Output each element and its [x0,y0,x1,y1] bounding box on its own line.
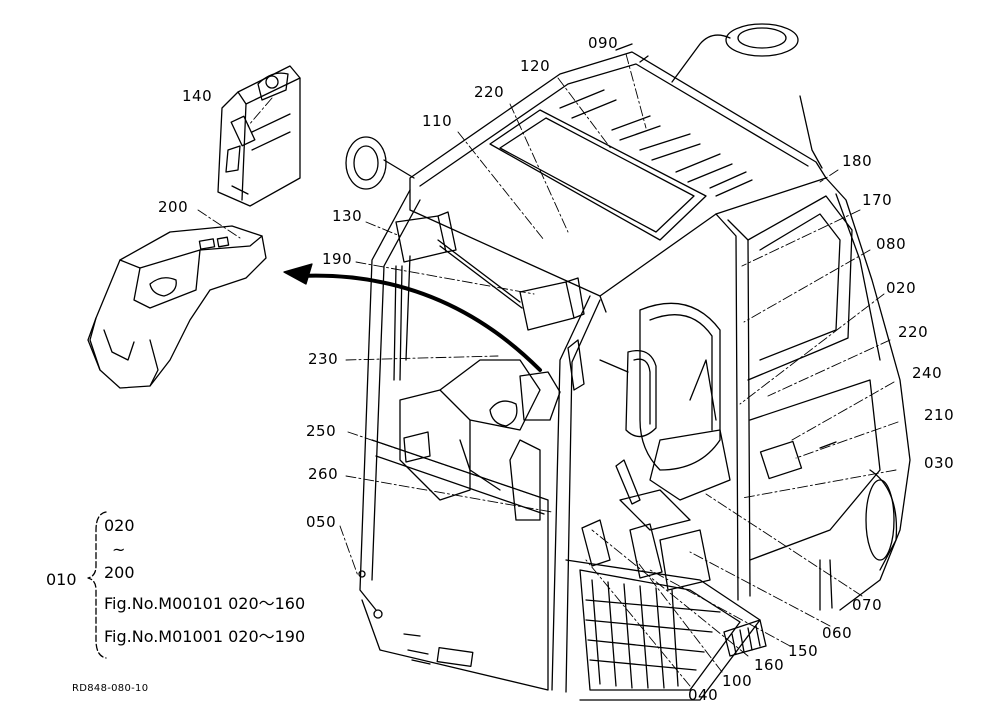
part-label-180: 180 [842,152,873,170]
legend-range-end: 200 [104,563,135,582]
legend-range-separator: ~ [112,540,126,559]
part-label-040: 040 [688,686,719,704]
switch-box-part-140 [217,65,301,207]
part-label-220-right: 220 [898,323,929,341]
part-label-200: 200 [158,198,189,216]
drawing-reference-code: RD848-080-10 [72,683,149,694]
part-label-030: 030 [924,454,955,472]
part-label-020: 020 [886,279,917,297]
part-label-190: 190 [322,250,353,268]
interior [399,302,731,591]
front-lower [358,570,474,667]
part-label-080: 080 [876,235,907,253]
part-label-240: 240 [912,364,943,382]
part-label-110: 110 [422,112,453,130]
part-label-050: 050 [306,513,337,531]
panel-cover-part-200 [87,225,267,389]
leader-lines [197,53,899,687]
part-label-260: 260 [308,465,339,483]
part-label-130: 130 [332,207,363,225]
part-label-160: 160 [754,656,785,674]
part-label-140: 140 [182,87,213,105]
part-label-120: 120 [520,57,551,75]
side-mirror-left [345,136,415,190]
legend-fig-ref-1: Fig.No.M00101 020～160 [104,594,306,613]
part-label-220: 220 [474,83,505,101]
part-label-210: 210 [924,406,955,424]
part-label-250: 250 [306,422,337,440]
part-label-060: 060 [822,624,853,642]
legend-range-start: 020 [104,516,135,535]
wiper [393,255,411,381]
cab-roof [409,43,827,313]
legend-fig-ref-2: Fig.No.M01001 020～190 [104,627,306,646]
assembly-arrow [283,263,542,372]
legend-assembly-number: 010 [46,570,77,589]
side-mirror-top-right [671,23,799,83]
part-label-100: 100 [722,672,753,690]
antenna [799,95,823,169]
cab-frame [359,177,911,701]
overhead-panels [395,211,585,331]
part-label-070: 070 [852,596,883,614]
legend-brace [87,511,107,659]
part-label-090: 090 [588,34,619,52]
part-label-230: 230 [308,350,339,368]
part-label-170: 170 [862,191,893,209]
part-label-150: 150 [788,642,819,660]
